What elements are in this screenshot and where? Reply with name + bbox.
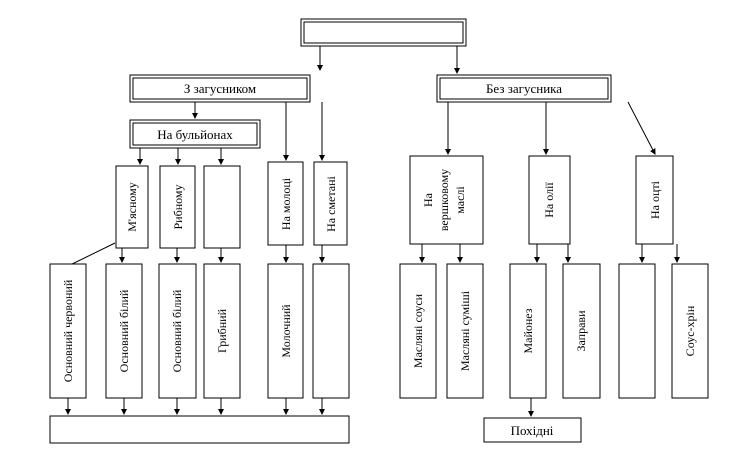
on-oil-node: На олії (528, 155, 571, 245)
derivatives-node: Похідні (483, 417, 582, 443)
svg-text:На оцті: На оцті (648, 180, 662, 219)
svg-text:З загусником: З загусником (184, 81, 256, 96)
on-sour-cream-node: На сметані (313, 161, 348, 246)
root-node (300, 18, 467, 47)
butter-sauces-node: Масляні соуси (399, 263, 437, 399)
svg-text:Майонез: Майонез (521, 308, 535, 353)
mayonnaise-node: Майонез (509, 263, 547, 399)
fish-broth-node: Рибному (159, 165, 196, 249)
butter-mixes-node: Масляні суміші (446, 263, 484, 399)
svg-text:Похідні: Похідні (511, 423, 554, 438)
main-red-sauce-node: Основний червоний (49, 263, 87, 399)
mushroom-sauce-node: Грибний (203, 263, 241, 399)
vinegar-blank-node (618, 263, 656, 399)
svg-text:Масляні суміші: Масляні суміші (458, 290, 472, 371)
svg-text:На олії: На олії (542, 182, 556, 218)
without-thickener-node: Без загусника (436, 74, 612, 103)
horseradish-sauce-node: Соус-хрін (671, 263, 709, 399)
on-vinegar-node: На оцті (635, 155, 674, 245)
on-butter-node: На вершковому маслі (409, 155, 484, 245)
milk-sauce-node: Молочний (267, 263, 304, 399)
svg-text:На молоці: На молоці (279, 177, 293, 230)
svg-text:вершковому: вершковому (437, 169, 451, 231)
svg-text:Заправи: Заправи (574, 310, 588, 352)
svg-text:Без загусника: Без загусника (486, 81, 562, 96)
svg-text:Основний червоний: Основний червоний (61, 279, 75, 382)
connectors (63, 46, 680, 417)
svg-text:Молочний: Молочний (279, 304, 293, 358)
svg-text:На бульйонах: На бульйонах (157, 127, 233, 142)
with-thickener-node: З загусником (129, 74, 311, 103)
svg-text:На сметані: На сметані (324, 175, 338, 231)
bottom-bar-node (49, 415, 350, 444)
on-milk-node: На молоці (267, 161, 304, 246)
svg-text:На: На (421, 192, 435, 207)
svg-text:Основний білий: Основний білий (170, 289, 184, 372)
svg-text:Грибний: Грибний (215, 308, 229, 353)
svg-text:Основний білий: Основний білий (117, 289, 131, 372)
svg-text:Соус-хрін: Соус-хрін (683, 305, 697, 356)
svg-text:Масляні соуси: Масляні соуси (411, 293, 425, 368)
svg-text:Рибному: Рибному (171, 185, 185, 230)
main-white-fish-sauce-node: Основний білий (158, 263, 197, 399)
meat-broth-node: М'ясному (115, 165, 149, 249)
svg-text:М'ясному: М'ясному (125, 182, 139, 231)
sour-cream-sauce-node (312, 263, 350, 399)
dressings-node: Заправи (562, 263, 601, 399)
main-white-sauce-node: Основний білий (105, 263, 143, 399)
on-broths-node: На бульйонах (129, 119, 261, 149)
broth-blank-node (203, 165, 241, 249)
svg-text:маслі: маслі (453, 186, 467, 214)
